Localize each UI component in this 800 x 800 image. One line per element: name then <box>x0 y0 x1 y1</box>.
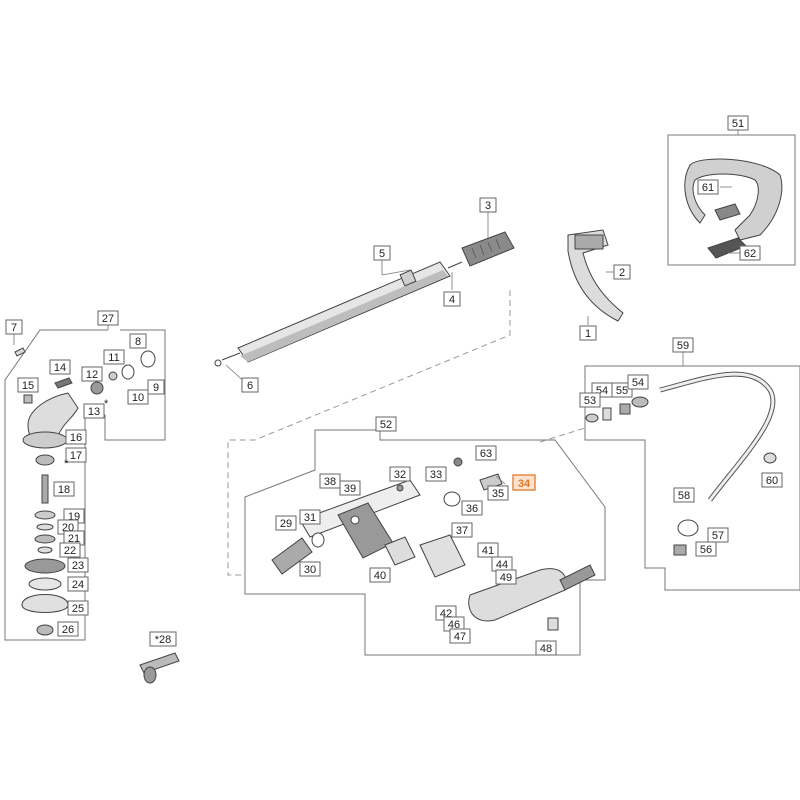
label-33: 33 <box>430 469 442 481</box>
label-56: 56 <box>700 544 712 556</box>
label-29: 29 <box>280 518 292 530</box>
loop-handle <box>684 158 783 259</box>
label-star-17: * <box>64 458 69 470</box>
label-star-13: * <box>104 398 109 410</box>
part-labels: 3 5 4 6 2 1 51 61 62 7 27 8 11 14 12 9 1… <box>5 115 783 656</box>
label-44: 44 <box>496 559 508 571</box>
label-58: 58 <box>678 490 690 502</box>
label-11: 11 <box>108 352 119 364</box>
label-25: 25 <box>72 603 84 615</box>
label-40: 40 <box>374 570 386 582</box>
label-61: 61 <box>702 182 714 194</box>
label-60: 60 <box>766 475 778 487</box>
label-28: *28 <box>155 634 172 646</box>
label-24: 24 <box>72 579 84 591</box>
label-39: 39 <box>344 483 356 495</box>
dash-cable-link <box>539 427 586 443</box>
label-36: 36 <box>466 503 478 515</box>
label-38: 38 <box>324 476 336 488</box>
part-28-shaft-end <box>139 652 180 684</box>
label-57: 57 <box>712 530 724 542</box>
label-62: 62 <box>744 248 756 260</box>
label-37: 37 <box>456 525 468 537</box>
label-51: 51 <box>732 118 744 130</box>
label-13: 13 <box>88 406 100 418</box>
group-59-outline <box>584 365 800 591</box>
label-21: 21 <box>68 533 80 545</box>
drive-shaft <box>214 261 463 367</box>
label-54b: 54 <box>632 377 644 389</box>
label-8: 8 <box>135 336 141 348</box>
label-46: 46 <box>448 619 460 631</box>
gearbox-assembly <box>14 347 156 636</box>
throttle-housing <box>271 457 596 631</box>
label-1: 1 <box>585 328 591 340</box>
label-27: 27 <box>102 313 114 325</box>
label-17: 17 <box>70 450 82 462</box>
label-34-highlighted: 34 <box>518 478 531 490</box>
label-55: 55 <box>616 385 628 397</box>
label-53: 53 <box>584 395 596 407</box>
label-5: 5 <box>379 248 385 260</box>
label-10: 10 <box>132 392 144 404</box>
dash-shaft-link <box>227 290 511 576</box>
label-4: 4 <box>449 294 455 306</box>
label-3: 3 <box>485 200 491 212</box>
label-48: 48 <box>540 643 552 655</box>
throttle-cable <box>585 371 777 556</box>
label-23: 23 <box>72 560 84 572</box>
label-16: 16 <box>70 432 82 444</box>
handle-grip-3 <box>461 231 515 267</box>
label-59: 59 <box>677 340 689 352</box>
label-18: 18 <box>58 484 70 496</box>
label-52: 52 <box>380 419 392 431</box>
group-51-outline <box>667 134 796 266</box>
label-32: 32 <box>394 469 406 481</box>
label-14: 14 <box>54 362 66 374</box>
label-35: 35 <box>492 488 504 500</box>
label-15: 15 <box>22 380 34 392</box>
label-6: 6 <box>247 380 253 392</box>
label-41: 41 <box>482 545 494 557</box>
label-63: 63 <box>480 448 492 460</box>
front-handle <box>567 229 624 322</box>
label-49: 49 <box>500 572 512 584</box>
label-26: 26 <box>62 624 74 636</box>
label-2: 2 <box>619 267 625 279</box>
label-7: 7 <box>11 322 17 334</box>
label-31: 31 <box>304 512 316 524</box>
label-9: 9 <box>153 382 159 394</box>
group-52-outline <box>244 429 606 656</box>
label-47: 47 <box>454 631 466 643</box>
label-22: 22 <box>64 545 76 557</box>
label-12: 12 <box>86 369 98 381</box>
label-30: 30 <box>304 564 316 576</box>
